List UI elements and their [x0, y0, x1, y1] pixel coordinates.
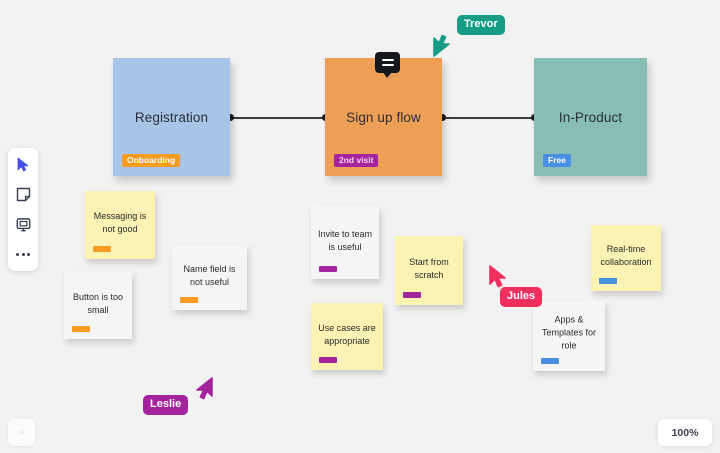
connector-signup-inproduct — [442, 117, 534, 119]
cursor-pointer-icon — [433, 34, 450, 57]
sticky-note-tag[interactable] — [541, 358, 559, 364]
connector-registration-signup — [230, 117, 325, 119]
sticky-note-tag[interactable] — [599, 278, 617, 284]
connector-dot-signup-out — [439, 114, 446, 121]
sticky-note-text: Use cases are appropriate — [318, 322, 376, 346]
cursor-pointer-icon — [489, 265, 506, 288]
comment-icon — [16, 218, 30, 232]
flow-card-tag[interactable]: 2nd visit — [334, 153, 379, 167]
cursor-name-label: Jules — [500, 287, 543, 307]
sticky-note[interactable]: Start from scratch — [395, 236, 463, 305]
more-horizontal-icon — [16, 253, 30, 256]
sticky-note-text: Invite to team is useful — [317, 228, 373, 252]
sticky-note[interactable]: Messaging is not good — [85, 191, 155, 259]
flow-card-tag[interactable]: Free — [543, 153, 571, 167]
cursor-name-label: Leslie — [143, 395, 189, 415]
more-tools-button[interactable] — [14, 245, 33, 264]
select-tool-button[interactable] — [14, 155, 33, 174]
sticky-note-text: Real-time collaboration — [600, 243, 652, 267]
sticky-note-text: Apps & Templates for role — [541, 314, 597, 351]
sticky-note-tag[interactable] — [93, 246, 111, 252]
sticky-note-tag[interactable] — [403, 292, 421, 298]
sticky-note-tag[interactable] — [180, 297, 198, 303]
zoom-level-indicator[interactable]: 100% — [658, 419, 712, 446]
sticky-note-tag[interactable] — [319, 357, 337, 363]
cursor-arrow — [192, 377, 214, 406]
collapse-panel-button[interactable]: » — [8, 419, 35, 446]
cursor-pointer-icon — [196, 377, 213, 400]
flow-card-title: In-Product — [558, 109, 623, 125]
sticky-note-text: Button is too small — [72, 291, 124, 315]
cursor-arrow-icon — [17, 157, 28, 172]
cursor-arrow — [432, 33, 454, 62]
sticky-note-text: Messaging is not good — [93, 210, 147, 234]
left-toolbar[interactable] — [8, 148, 38, 271]
sticky-note[interactable]: Button is too small — [64, 272, 132, 339]
sticky-note-tool-button[interactable] — [14, 185, 33, 204]
cursor-name-label: Trevor — [457, 15, 505, 35]
sticky-note[interactable]: Use cases are appropriate — [311, 303, 383, 370]
cursor-arrow — [488, 265, 510, 294]
sticky-note[interactable]: Real-time collaboration — [591, 225, 661, 291]
sticky-note-tag[interactable] — [319, 266, 337, 272]
sticky-note-tag[interactable] — [72, 326, 90, 332]
sticky-note-text: Name field is not useful — [183, 263, 236, 287]
flow-card-title: Sign up flow — [346, 109, 421, 125]
sticky-note-text: Start from scratch — [409, 256, 449, 280]
connector-dot-registration-out — [227, 114, 234, 121]
comment-tool-button[interactable] — [14, 215, 33, 234]
sticky-note[interactable]: Name field is not useful — [172, 245, 247, 310]
flow-card-title: Registration — [134, 109, 209, 125]
sticky-note[interactable]: Apps & Templates for role — [533, 301, 605, 371]
zoom-level-value: 100% — [671, 426, 699, 439]
sticky-note[interactable]: Invite to team is useful — [311, 206, 379, 279]
collapse-chevron-icon: » — [18, 427, 25, 438]
comment-badge-icon[interactable] — [375, 52, 400, 78]
flow-card-tag[interactable]: Onboarding — [122, 153, 181, 167]
sticky-note-icon — [16, 187, 30, 202]
